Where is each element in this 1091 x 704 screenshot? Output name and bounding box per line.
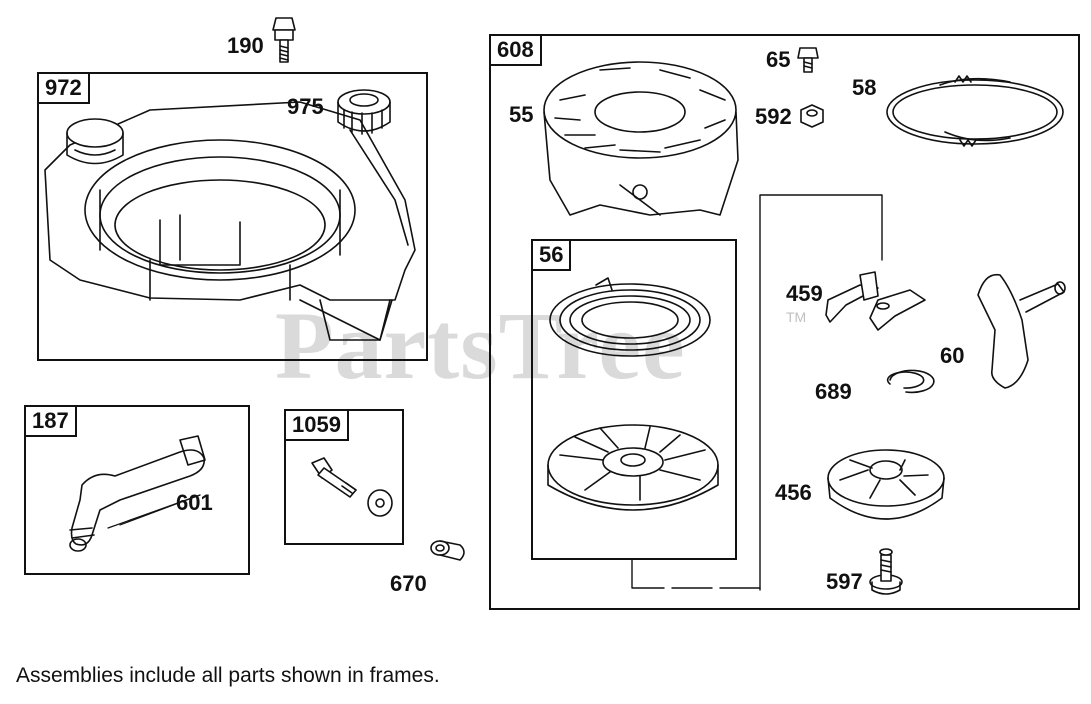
part-label-456: 456 xyxy=(775,480,812,505)
bolt-190-drawing xyxy=(272,17,296,63)
leader-lines xyxy=(107,494,201,529)
tube-187-drawing xyxy=(69,435,206,552)
nut-592-drawing xyxy=(800,104,824,128)
bushing-670-drawing xyxy=(430,540,465,561)
frame-56: 56 xyxy=(531,239,737,560)
frame-608: 608 xyxy=(489,34,1080,610)
frame-label-972: 972 xyxy=(37,72,90,104)
part-label-60: 60 xyxy=(940,343,965,368)
spring-56-drawing xyxy=(549,277,711,357)
part-label-601: 601 xyxy=(176,490,213,515)
assembly-note: Assemblies include all parts shown in fr… xyxy=(16,664,440,687)
part-label-190: 190 xyxy=(227,33,264,58)
handle-60-drawing xyxy=(977,273,1066,389)
part-label-670: 670 xyxy=(390,571,427,596)
frame-label-1059: 1059 xyxy=(284,409,349,441)
pawl-459-drawing xyxy=(825,271,926,331)
connector-lines xyxy=(631,194,883,591)
part-label-597: 597 xyxy=(826,569,863,594)
trademark-mark: TM xyxy=(786,309,807,325)
ratchet-456-drawing xyxy=(827,449,945,520)
part-label-65: 65 xyxy=(766,47,791,72)
starter-housing-55-drawing xyxy=(543,61,739,216)
frame-label-187: 187 xyxy=(24,405,77,437)
blower-housing-972-drawing xyxy=(44,101,416,341)
part-label-592: 592 xyxy=(755,104,792,129)
bolt-65-drawing xyxy=(797,47,819,73)
part-label-975: 975 xyxy=(287,94,324,119)
frame-1059: 1059 xyxy=(284,409,404,545)
bolt-1059-drawing xyxy=(311,457,393,517)
part-label-459: 459 xyxy=(786,281,823,306)
ring-689-drawing xyxy=(886,369,935,394)
watermark: PartsTree xyxy=(275,292,686,399)
pulley-56-drawing xyxy=(547,424,719,511)
part-label-55: 55 xyxy=(509,102,534,127)
rope-58-drawing xyxy=(886,75,1064,147)
screw-597-drawing xyxy=(869,548,903,595)
frame-972: 972 xyxy=(37,72,428,361)
frame-187: 187 xyxy=(24,405,250,575)
part-label-58: 58 xyxy=(852,75,877,100)
part-label-689: 689 xyxy=(815,379,852,404)
frame-label-56: 56 xyxy=(531,239,572,271)
oil-cap-975-drawing xyxy=(337,89,391,135)
frame-label-608: 608 xyxy=(489,34,542,66)
